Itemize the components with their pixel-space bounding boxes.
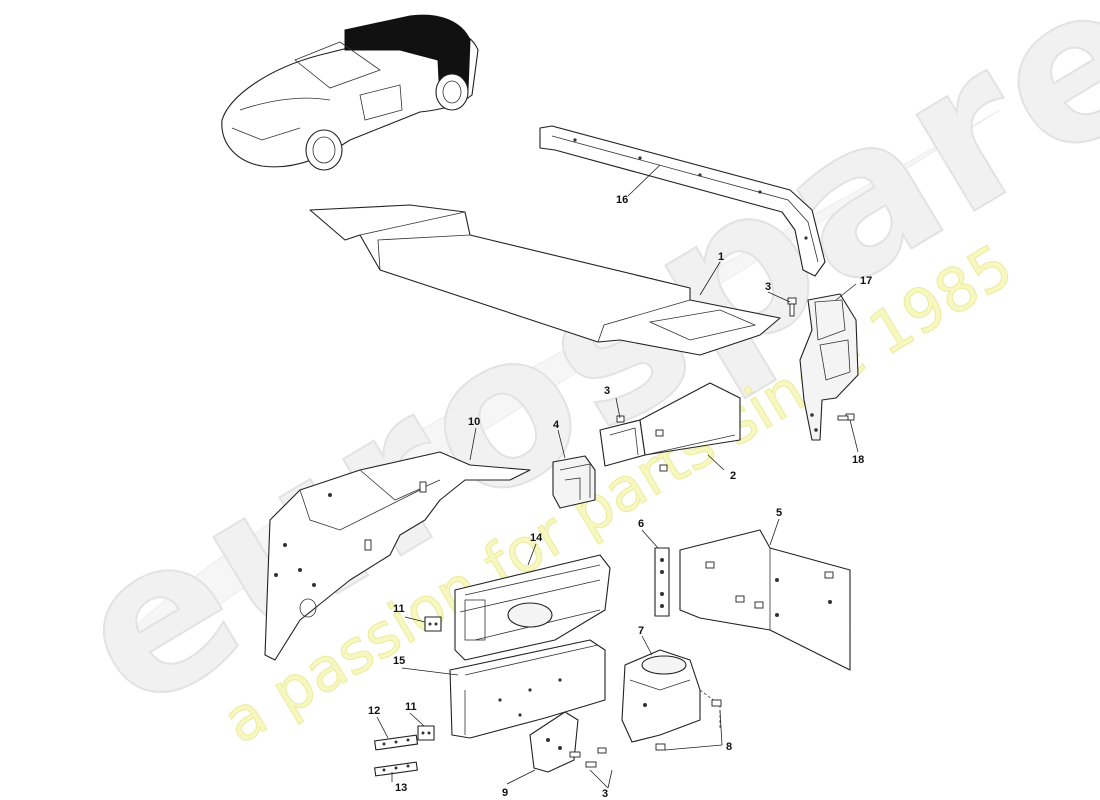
label-12: 12 — [368, 705, 380, 717]
label-9: 9 — [502, 787, 508, 799]
label-17: 17 — [860, 275, 872, 287]
part-7-bracket — [621, 649, 722, 751]
part-14-inner-box — [454, 554, 611, 661]
label-3c: 3 — [602, 788, 608, 800]
leader-lines — [376, 164, 859, 789]
part-1-floor-panel — [309, 204, 781, 356]
callout-labels: 1 2 3 3 3 4 5 6 7 8 9 10 11 11 12 13 14 … — [368, 194, 872, 800]
bolt-3-upper — [787, 297, 797, 317]
label-5: 5 — [776, 507, 782, 519]
label-11a: 11 — [393, 603, 405, 615]
label-16: 16 — [616, 194, 628, 206]
part-5-panel — [679, 529, 851, 671]
label-8: 8 — [726, 741, 732, 753]
part-17-bracket — [799, 293, 859, 441]
watermark-brand: eurospares — [38, 0, 1100, 757]
label-7: 7 — [638, 625, 644, 637]
part-16-rear-rail — [539, 125, 826, 277]
label-10: 10 — [468, 416, 480, 428]
part-15-lower-box — [449, 639, 606, 739]
part-10-side-panel — [264, 451, 531, 661]
part-6-plate — [654, 547, 670, 617]
car-highlight-area — [344, 14, 471, 101]
label-4: 4 — [553, 419, 560, 431]
part-2-mounting-box — [599, 382, 741, 472]
label-3a: 3 — [765, 281, 771, 293]
label-15: 15 — [393, 655, 405, 667]
part-12-strip — [374, 734, 419, 751]
label-18: 18 — [852, 454, 864, 466]
label-3b: 3 — [604, 385, 610, 397]
part-4-block — [552, 455, 596, 509]
part-9-bracket — [529, 711, 607, 773]
label-11b: 11 — [405, 701, 417, 713]
part-11-plate-upper — [424, 616, 442, 632]
label-6: 6 — [638, 518, 644, 530]
label-1: 1 — [718, 251, 724, 263]
label-14: 14 — [530, 532, 543, 544]
part-13-strip — [374, 761, 418, 777]
label-2: 2 — [730, 470, 736, 482]
part-11-plate-lower — [417, 725, 435, 741]
label-13: 13 — [395, 782, 407, 794]
bolt-18 — [837, 413, 855, 421]
car-thumbnail — [221, 14, 479, 171]
